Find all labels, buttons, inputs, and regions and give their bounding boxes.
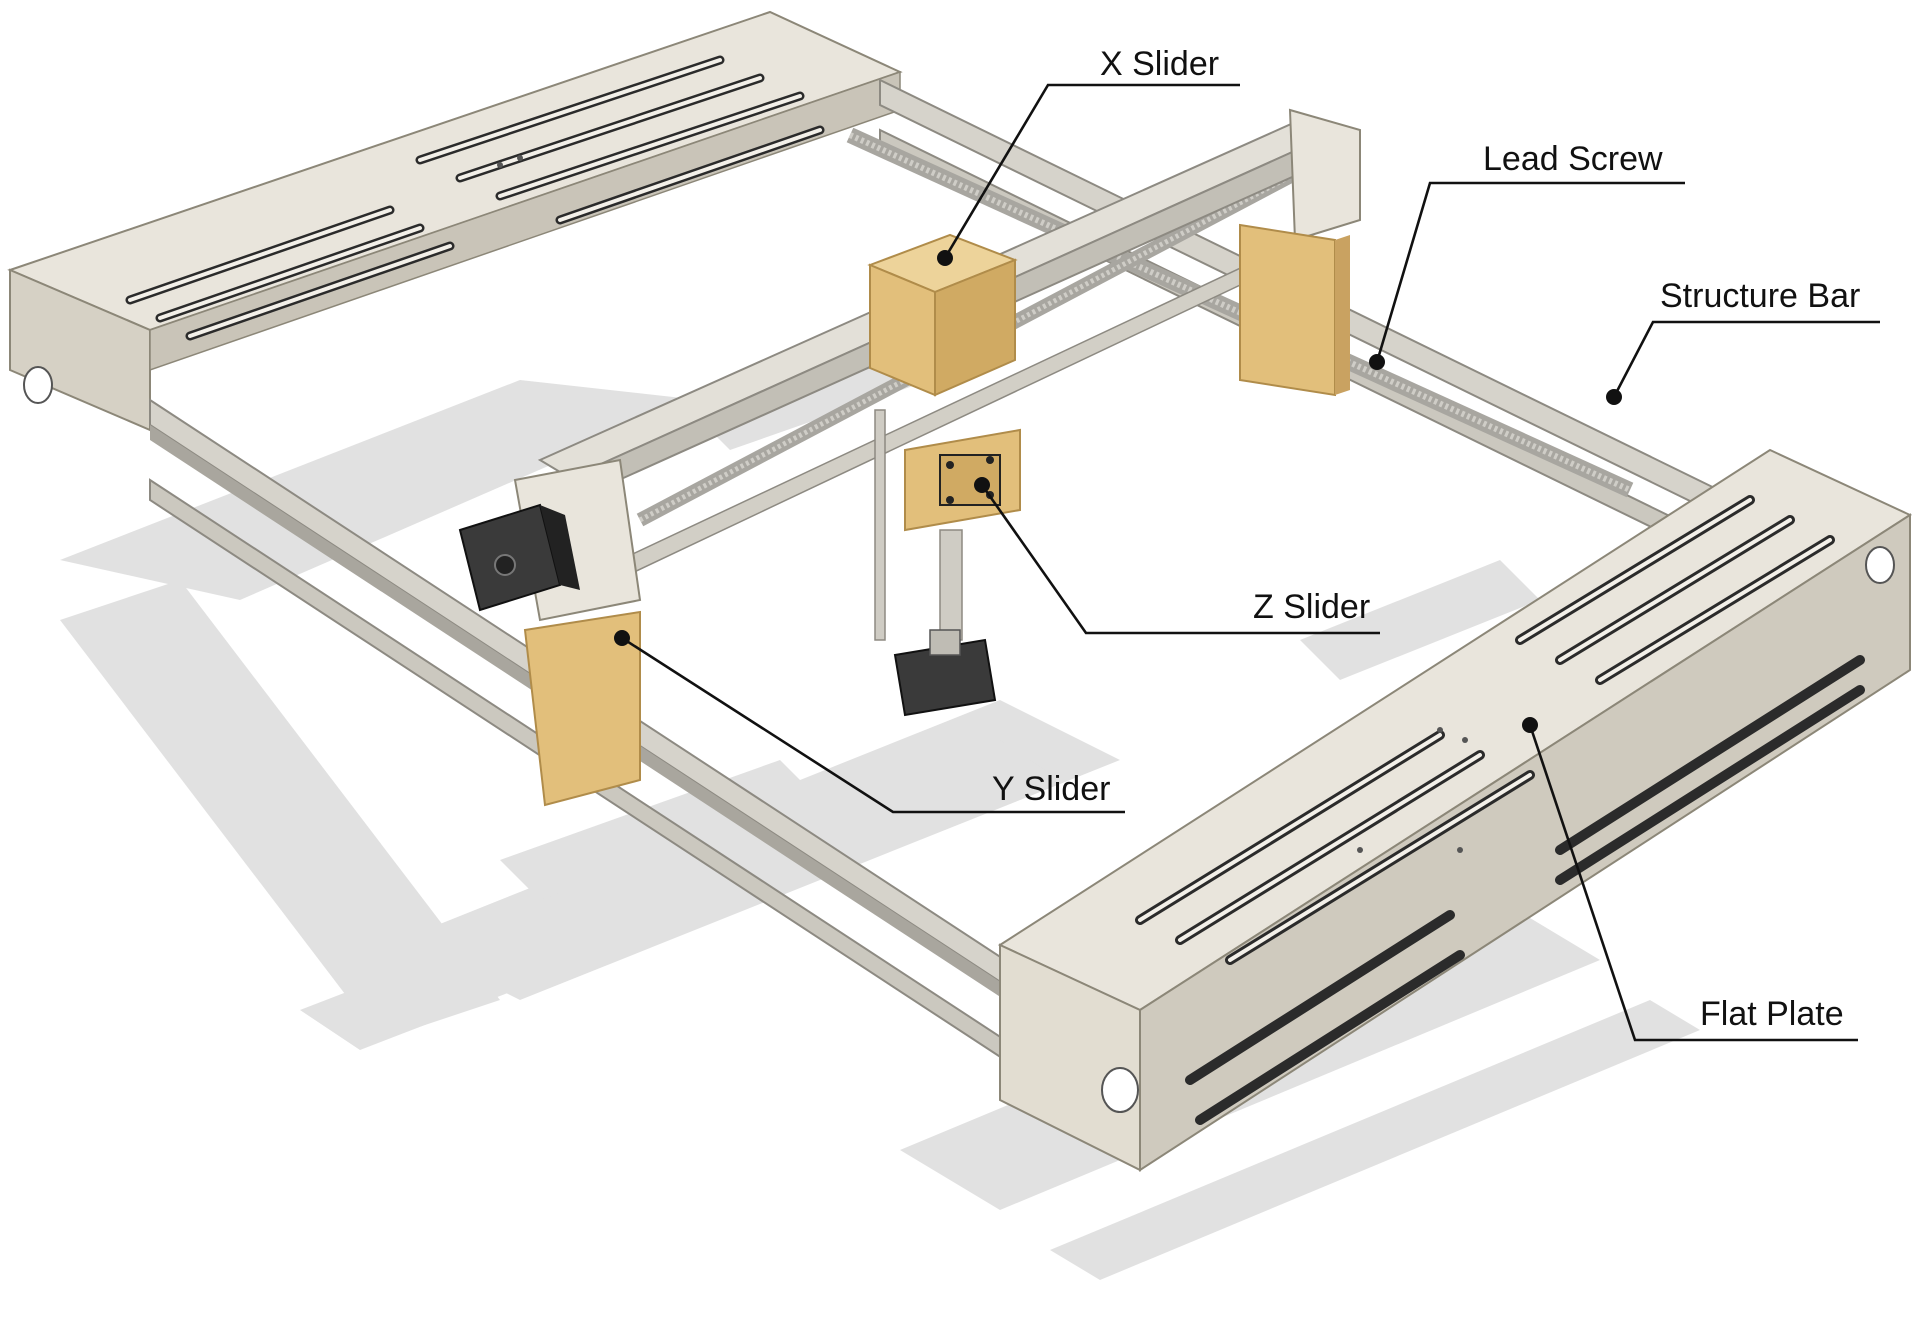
callout-flat-plate: Flat Plate xyxy=(1522,717,1858,1042)
label-z-slider: Z Slider xyxy=(1253,588,1370,626)
label-lead-screw: Lead Screw xyxy=(1483,140,1663,178)
front-plate xyxy=(997,448,1913,1172)
callout-lead-screw: Lead Screw xyxy=(1369,140,1685,370)
callout-z-slider: Z Slider xyxy=(974,477,1380,635)
callout-dot xyxy=(937,250,953,266)
callout-y-slider: Y Slider xyxy=(614,630,1125,814)
callout-dot xyxy=(1522,717,1538,733)
callout-structure-bar: Structure Bar xyxy=(1606,277,1880,405)
callout-x-slider: X Slider xyxy=(937,45,1240,266)
label-flat-plate: Flat Plate xyxy=(1700,995,1844,1033)
y-slider-blocks xyxy=(523,223,1350,807)
label-y-slider: Y Slider xyxy=(992,770,1110,808)
callout-dot xyxy=(614,630,630,646)
z-slider-assembly xyxy=(874,409,1021,717)
callout-dot xyxy=(1606,389,1622,405)
callout-dot xyxy=(1369,354,1385,370)
callout-dot xyxy=(974,477,990,493)
label-structure-bar: Structure Bar xyxy=(1660,277,1860,315)
stepper-motor-icon xyxy=(458,503,580,612)
label-x-slider: X Slider xyxy=(1100,45,1219,83)
